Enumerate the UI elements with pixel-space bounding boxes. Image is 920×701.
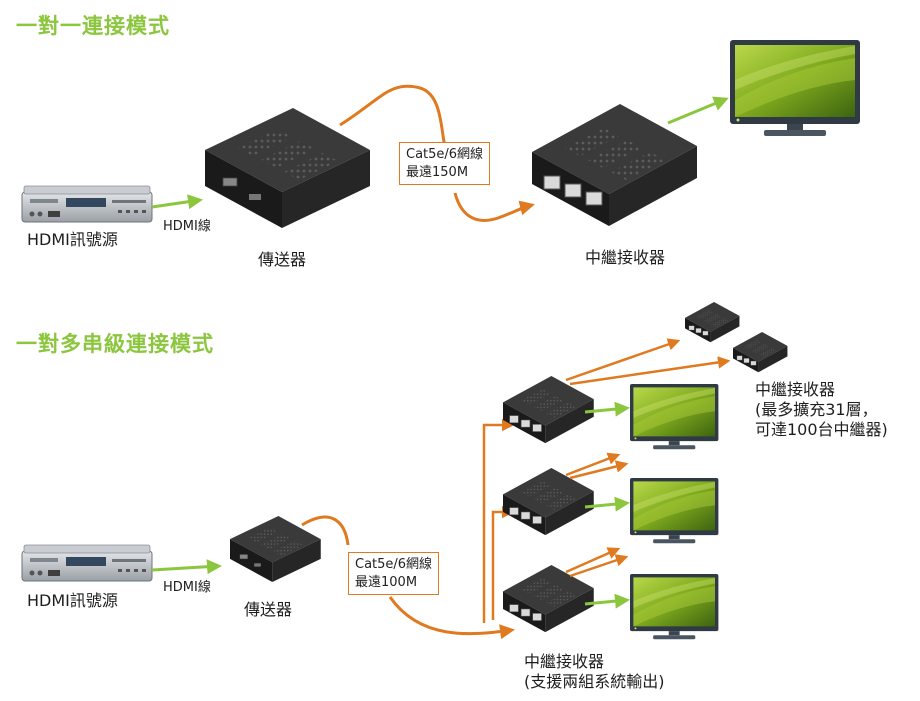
section1-cable-spec-box: Cat5e/6網線 最遠150M (399, 142, 491, 186)
hdmi-source-device-2 (21, 544, 153, 582)
section2-extend-label-line2: (最多擴充31層， (755, 400, 878, 419)
transmitter-device (204, 107, 371, 229)
receiver-device-extra-1 (684, 301, 740, 343)
section1-cable-line1: Cat5e/6網線 (406, 147, 484, 162)
cat-cable-arrow (453, 192, 535, 222)
tv-monitor-3 (630, 574, 719, 640)
section1-title: 一對一連接模式 (16, 14, 170, 38)
hdmi-cable-arrow-2 (151, 559, 222, 575)
receiver-device-top (502, 375, 595, 444)
section1-transmitter-label: 傳送器 (258, 250, 307, 269)
section2-extend-label-line3: 可達100台中繼器) (755, 420, 888, 439)
section2-hdmi-cable-label: HDMI線 (163, 580, 211, 595)
section1-cable-line2: 最遠150M (406, 164, 469, 180)
receiver-device-extra-2 (732, 331, 788, 373)
output-arrow (667, 96, 729, 125)
section1-receiver-label: 中繼接收器 (585, 248, 666, 267)
receiver-device-middle (502, 467, 595, 536)
cat-cable-path (339, 84, 449, 153)
hdmi-cable-arrow (151, 194, 203, 210)
section2-cable-line1: Cat5e/6網線 (355, 557, 433, 572)
section2-receiver-label-line1: 中繼接收器 (524, 652, 605, 671)
section1-hdmi-cable-label: HDMI線 (163, 219, 211, 234)
cat-cable-arrow-2 (388, 596, 515, 640)
tv-monitor (730, 40, 860, 136)
section2-cable-spec-box: Cat5e/6網線 最遠100M (348, 552, 440, 596)
section2-source-label: HDMI訊號源 (27, 591, 118, 610)
section2-receiver-label-line2: (支援兩組系統輸出) (524, 672, 665, 691)
receiver-device-bottom (502, 564, 595, 633)
section2-receiver-label: 中繼接收器 (支援兩組系統輸出) (524, 652, 665, 692)
cat-cable-path-2 (301, 515, 350, 546)
chain-line-1 (482, 418, 515, 623)
section2-extend-label: 中繼接收器 (最多擴充31層， 可達100台中繼器) (755, 380, 888, 440)
section2-cable-line2: 最遠100M (355, 574, 418, 590)
section2-transmitter-label: 傳送器 (244, 600, 293, 619)
hdmi-source-device (21, 185, 153, 223)
section1-source-label: HDMI訊號源 (27, 230, 118, 249)
section2-title: 一對多串級連接模式 (16, 332, 214, 356)
transmitter-device-2 (229, 515, 322, 583)
section2-extend-label-line1: 中繼接收器 (755, 380, 836, 399)
tv-monitor-2 (630, 478, 719, 544)
tv-monitor-1 (630, 384, 719, 450)
